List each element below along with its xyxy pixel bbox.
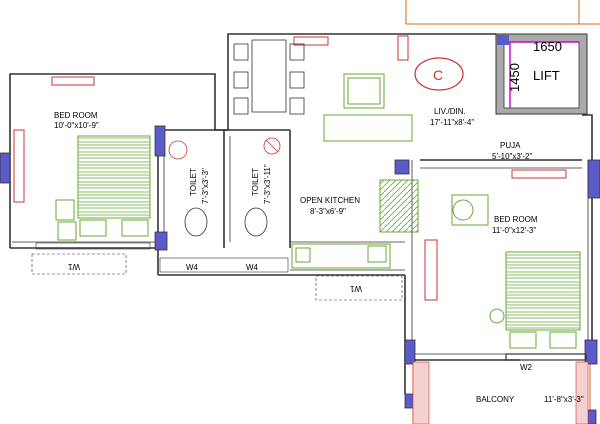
- marker-ellipse: [414, 57, 464, 91]
- sofa: [323, 73, 413, 142]
- balcony-railing-left: [412, 361, 430, 424]
- liv-din-size: 17'-11"x8'-4": [430, 118, 474, 127]
- bed-right: [451, 194, 581, 349]
- window-w1-kitchen: W1: [349, 284, 362, 293]
- liv-din-name: LIV./DIN.: [434, 107, 466, 116]
- bed-room-1-name: BED ROOM: [54, 111, 98, 120]
- toilet-2-name: TOILET: [251, 168, 260, 196]
- toilet-fixtures: [168, 137, 281, 237]
- window-w4-a: W4: [186, 263, 199, 272]
- lift-shaft: 1650 1450 LIFT: [495, 33, 588, 115]
- wall-fixtures: [13, 35, 567, 301]
- open-kitchen-size: 8'-3"x6'-9": [310, 207, 346, 216]
- toilet-1-name: TOILET: [189, 168, 198, 196]
- window-w4-b: W4: [246, 263, 259, 272]
- kitchen-counter: [291, 179, 419, 269]
- bed-room-1-size: 10'-0"x10'-9": [54, 121, 99, 130]
- bed-room-2-name: BED ROOM: [494, 215, 538, 224]
- lift-label: LIFT: [533, 68, 560, 83]
- toilet-1-size: 7'-3"x3'-3": [201, 168, 210, 204]
- lift-height: 1450: [507, 63, 522, 92]
- toilet-2-size: 7'-3"x3'-11": [263, 164, 272, 204]
- window-w2: W2: [520, 363, 533, 372]
- open-kitchen-name: OPEN KITCHEN: [300, 196, 360, 205]
- lift-width: 1650: [533, 39, 562, 54]
- marker-label: C: [433, 67, 443, 83]
- bed-left: [55, 135, 151, 241]
- puja-name: PUJA: [500, 141, 521, 150]
- dining-table: [233, 39, 305, 115]
- columns: [0, 125, 600, 424]
- window-w1-left: W1: [67, 262, 80, 271]
- balcony-size: 11'-8"x3'-3": [544, 395, 584, 404]
- window-strips: [31, 242, 587, 361]
- balcony-name: BALCONY: [476, 395, 515, 404]
- balcony-railing-right: [575, 361, 589, 424]
- puja-size: 5'-10"x3'-2": [492, 152, 532, 161]
- bed-room-2-size: 11'-0"x12'-3": [492, 226, 536, 235]
